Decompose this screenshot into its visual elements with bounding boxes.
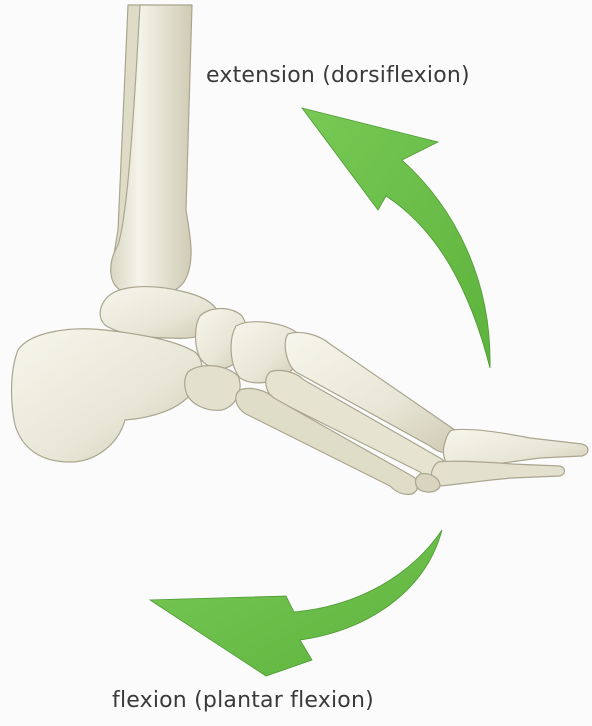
calcaneus-bone bbox=[12, 329, 202, 462]
toe-phalanges-lower bbox=[431, 461, 564, 486]
extension-label: extension (dorsiflexion) bbox=[206, 63, 470, 88]
flexion-arrow-icon bbox=[150, 530, 442, 676]
cuboid-bone bbox=[185, 366, 240, 411]
flexion-label: flexion (plantar flexion) bbox=[112, 688, 374, 713]
extension-arrow-icon bbox=[302, 108, 490, 368]
